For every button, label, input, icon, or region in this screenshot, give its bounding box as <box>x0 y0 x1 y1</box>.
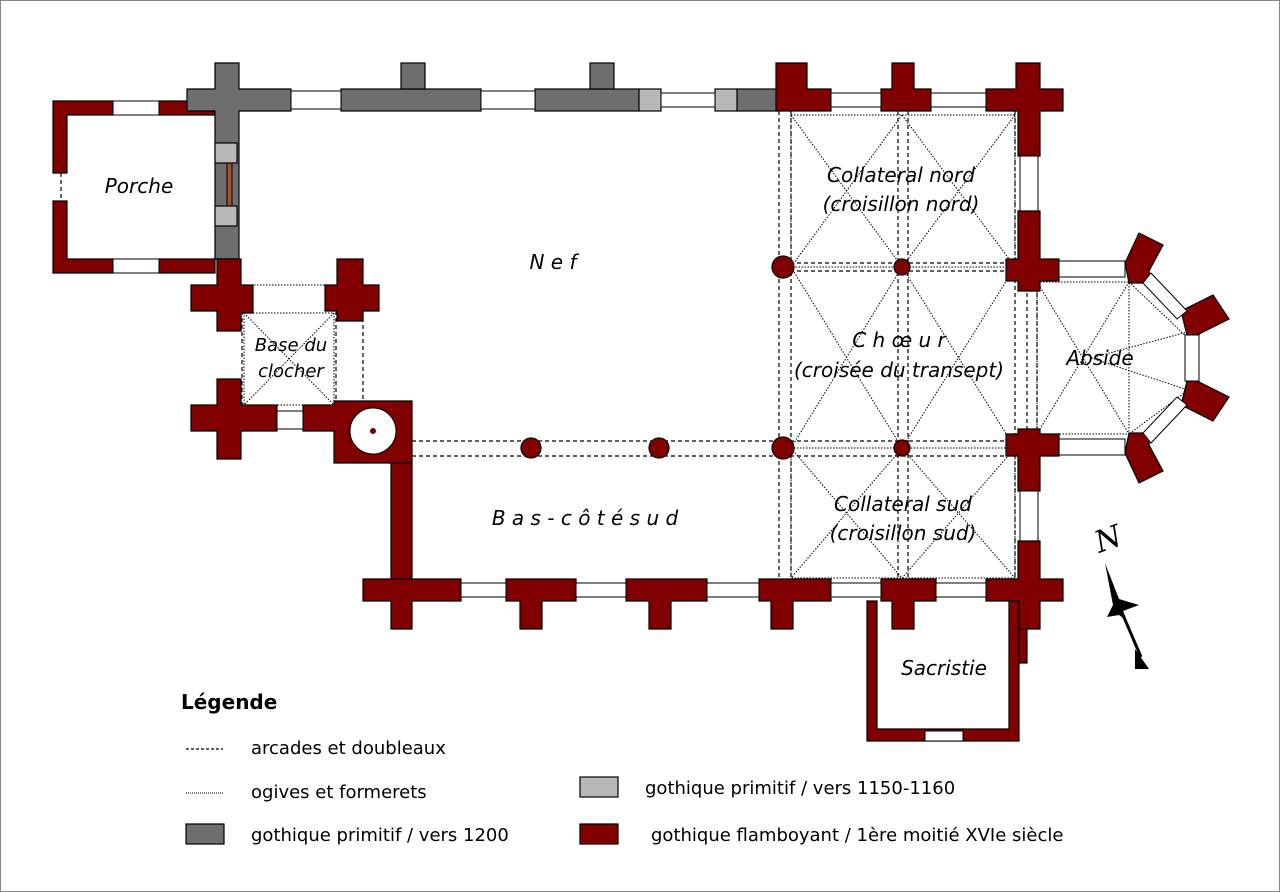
north-arrow: N <box>1089 518 1149 669</box>
legend: Légende arcades et doubleaux ogives et f… <box>181 690 1063 846</box>
legend-ogives: ogives et formerets <box>251 782 427 803</box>
legend-flamboyant-swatch <box>579 823 619 845</box>
label-nef: N e f <box>529 250 579 274</box>
legend-1200-swatch <box>185 823 225 845</box>
label-sacristie: Sacristie <box>901 656 987 680</box>
label-base-clocher-1: Base du <box>255 335 327 356</box>
north-label: N <box>1089 518 1128 561</box>
ogives-lines <box>243 114 1192 579</box>
legend-1150-swatch <box>579 776 619 798</box>
label-collateral-sud-1: Collateral sud <box>834 492 972 516</box>
legend-arcades: arcades et doubleaux <box>251 738 446 759</box>
legend-1150: gothique primitif / vers 1150-1160 <box>645 778 955 799</box>
label-collateral-nord-1: Collateral nord <box>827 163 975 187</box>
nave-north-wall <box>186 62 778 260</box>
legend-title: Légende <box>181 690 277 714</box>
label-base-clocher-2: clocher <box>258 361 325 382</box>
label-abside: Abside <box>1064 346 1133 370</box>
label-collateral-sud-2: (croisillon sud) <box>830 521 977 545</box>
label-choeur-2: (croisée du transept) <box>794 358 1004 382</box>
label-porche: Porche <box>105 174 174 198</box>
flamboyant-walls <box>190 62 1230 742</box>
label-collateral-nord-2: (croisillon nord) <box>823 192 980 216</box>
legend-flamboyant: gothique flamboyant / 1ère moitié XVIe s… <box>651 825 1063 846</box>
label-choeur-1: C h œ u r <box>852 328 947 352</box>
label-bas-cote-sud: B a s - c ô t é s u d <box>492 506 679 530</box>
arrow-icon <box>1105 563 1139 621</box>
legend-1200: gothique primitif / vers 1200 <box>251 825 509 846</box>
